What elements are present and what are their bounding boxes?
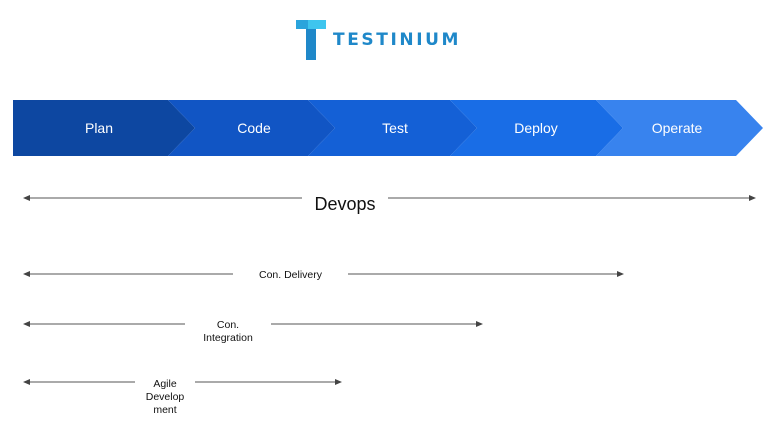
stage-deploy-shape bbox=[450, 100, 623, 156]
logo-wordmark: TESTINIUM bbox=[333, 30, 462, 50]
testinium-logo: TESTINIUM bbox=[296, 20, 461, 60]
stage-plan-shape bbox=[13, 100, 195, 156]
con-delivery-label: Con. Delivery bbox=[233, 269, 348, 282]
stage-operate-label: Operate bbox=[651, 120, 703, 136]
testinium-logo-icon bbox=[296, 20, 326, 60]
stage-test-shape bbox=[308, 100, 477, 156]
stage-code-label: Code bbox=[237, 120, 271, 136]
stage-plan-label: Plan bbox=[84, 120, 114, 136]
con-integration-label: Con.Integration bbox=[185, 319, 271, 345]
devops-pipeline: Plan Code Test Deploy Operate bbox=[0, 100, 768, 156]
pipeline-shapes bbox=[13, 100, 763, 156]
stage-deploy-label: Deploy bbox=[514, 120, 558, 136]
devops-label: Devops bbox=[302, 193, 388, 215]
stage-operate-shape bbox=[596, 100, 763, 156]
stage-code-shape bbox=[168, 100, 335, 156]
stage-test-label: Test bbox=[382, 120, 408, 136]
